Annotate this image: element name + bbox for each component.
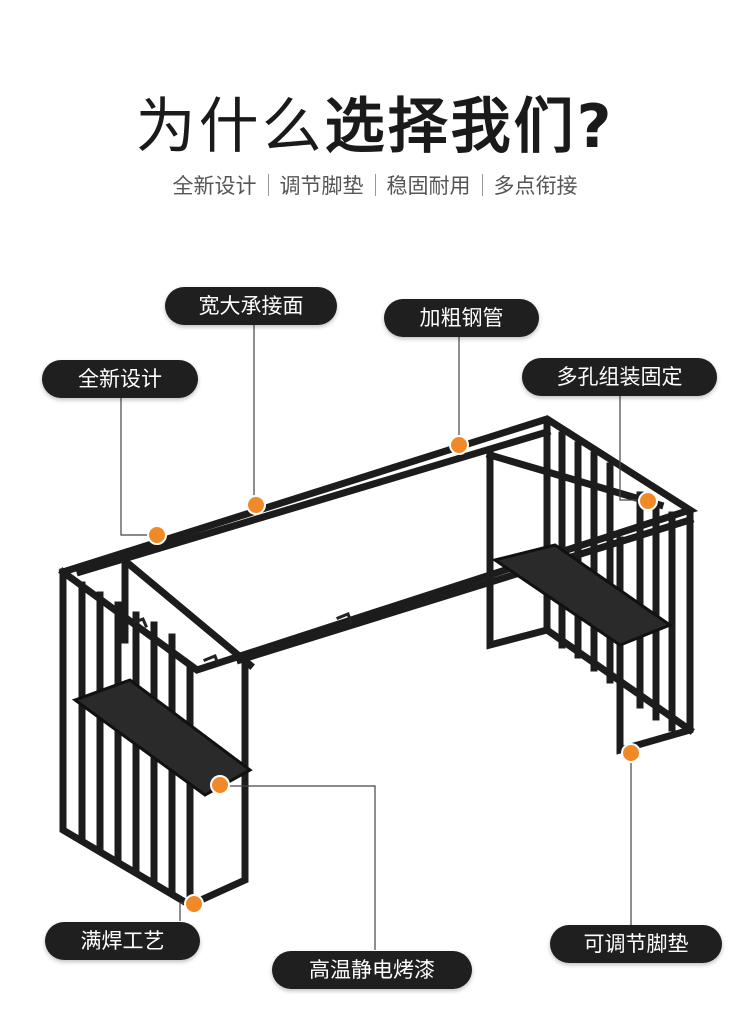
callout-wide-surface: 宽大承接面 <box>165 287 337 325</box>
callout-full-weld: 满焊工艺 <box>45 922 200 960</box>
leader-lines <box>120 322 648 950</box>
callout-thick-steel: 加粗钢管 <box>384 299 539 337</box>
callout-multi-hole: 多孔组装固定 <box>522 358 717 396</box>
divider <box>481 174 483 196</box>
divider <box>374 174 376 196</box>
feature-list: 全新设计 调节脚垫 稳固耐用 多点衔接 <box>0 170 750 200</box>
right-side-panel <box>486 421 695 755</box>
feature-item: 多点衔接 <box>493 174 578 198</box>
title-part-1: 为什么 <box>135 92 325 162</box>
callout-electrostatic-paint: 高温静电烤漆 <box>272 951 472 989</box>
feature-item: 全新设计 <box>172 174 257 198</box>
divider <box>267 174 269 196</box>
feature-item: 稳固耐用 <box>386 174 471 198</box>
page-title: 为什么选择我们? <box>0 78 750 165</box>
callout-adjustable-feet: 可调节脚垫 <box>550 925 722 963</box>
right-shelf <box>491 543 674 647</box>
mount-brackets <box>133 612 353 666</box>
left-shelf <box>71 678 253 797</box>
title-part-2: 选择我们? <box>324 92 615 162</box>
callout-new-design: 全新设计 <box>42 360 198 398</box>
feature-item: 调节脚垫 <box>279 174 364 198</box>
marker-dots <box>147 435 658 914</box>
